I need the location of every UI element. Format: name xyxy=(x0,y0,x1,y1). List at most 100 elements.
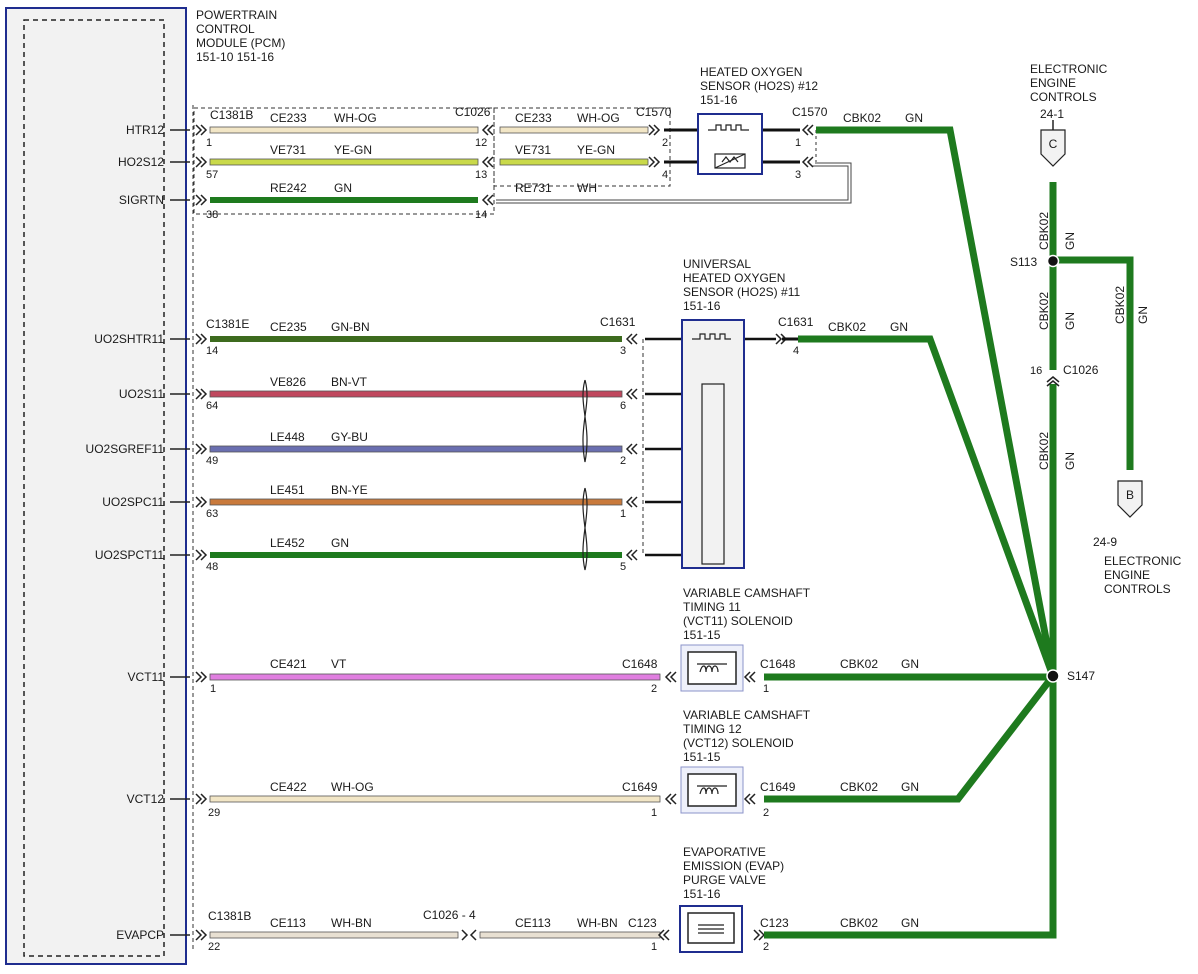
color-ye-gn-b: YE-GN xyxy=(577,143,615,157)
pcm-pin-stubs xyxy=(170,129,190,936)
pcm-module: POWERTRAIN CONTROL MODULE (PCM) 151-10 1… xyxy=(5,7,285,965)
pcm-connector-chevrons xyxy=(195,124,208,941)
color-wh: WH xyxy=(577,181,597,195)
pin-num-6: 6 xyxy=(620,400,626,412)
wire-ce113-b xyxy=(479,931,661,939)
circuit-ve731-b: VE731 xyxy=(515,143,551,157)
offpage-c-letter: C xyxy=(1049,137,1058,151)
circuit-ce421: CE421 xyxy=(270,657,307,671)
pcm-inner-dash xyxy=(23,19,165,957)
color-ye-gn: YE-GN xyxy=(334,143,372,157)
pin-num-14b: 14 xyxy=(206,345,218,357)
circuit-ce113: CE113 xyxy=(270,916,306,930)
vct12-title-2: TIMING 12 xyxy=(683,722,742,736)
cbk02-vct11: CBK02 xyxy=(840,657,878,671)
wire-ve731-b xyxy=(499,158,649,166)
pin-htr12: HTR12 xyxy=(126,123,164,137)
vct11-title-3: (VCT11) SOLENOID xyxy=(683,614,793,628)
gn-vct12: GN xyxy=(901,780,919,794)
circuit-le448: LE448 xyxy=(270,430,305,444)
color-gn-bn: GN-BN xyxy=(331,320,370,334)
conn-c1381b: C1381B xyxy=(210,108,253,122)
gn-vert-4: GN xyxy=(1063,452,1077,470)
ho2s12-title-2: SENSOR (HO2S) #12 xyxy=(700,79,818,93)
wire-ce233-b xyxy=(499,126,649,134)
conn-c1648: C1648 xyxy=(622,657,658,671)
offpage-connector-c[interactable]: C xyxy=(1040,120,1066,167)
vct11-circuit: CE421 VT C1648 1 2 C1648 1 CBK02 GN VARI… xyxy=(209,586,919,695)
pin-num-4: 4 xyxy=(662,169,668,181)
pin-sigrtn: SIGRTN xyxy=(119,193,164,207)
pin-num-1g: 1 xyxy=(651,941,657,953)
evap-title-1: EVAPORATIVE xyxy=(683,845,766,859)
uho2s11-title-1: UNIVERSAL xyxy=(683,257,751,271)
conn-c1649-b: C1649 xyxy=(760,780,796,794)
color-wh-bn: WH-BN xyxy=(331,916,372,930)
conn-c1381b-evap: C1381B xyxy=(208,909,251,923)
vct11-title-1: VARIABLE CAMSHAFT xyxy=(683,586,811,600)
evap-title-4: 151-16 xyxy=(683,887,721,901)
pin-num-16: 16 xyxy=(1030,365,1042,377)
cbk02-vert-1: CBK02 xyxy=(1037,212,1051,250)
color-wh-og: WH-OG xyxy=(334,111,377,125)
pin-num-3b: 3 xyxy=(620,345,626,357)
pin-ho2s12: HO2S12 xyxy=(118,155,164,169)
pin-num-12: 12 xyxy=(475,137,487,149)
pin-num-13: 13 xyxy=(475,169,487,181)
ground-s113-to-b xyxy=(1053,256,1134,470)
gn-vert-3: GN xyxy=(1136,306,1150,324)
pin-num-1c: 1 xyxy=(620,508,626,520)
pin-num-2d: 2 xyxy=(763,807,769,819)
uho2s11-circuits: C1381E CE235 GN-BN C1631 14 3 VE826 BN-V… xyxy=(206,257,908,573)
pin-vct11: VCT11 xyxy=(128,670,165,684)
circuit-le452: LE452 xyxy=(270,536,305,550)
vct12-circuit: CE422 WH-OG C1649 29 1 C1649 2 CBK02 GN … xyxy=(208,708,919,819)
vct12-title-1: VARIABLE CAMSHAFT xyxy=(683,708,811,722)
conn-c1631: C1631 xyxy=(600,315,636,329)
circuit-ce422: CE422 xyxy=(270,780,307,794)
pcm-body xyxy=(5,7,187,965)
pin-num-29: 29 xyxy=(208,807,220,819)
pcm-title-1: POWERTRAIN xyxy=(196,8,277,22)
gn-vert-2: GN xyxy=(1063,312,1077,330)
gn-vert-1: GN xyxy=(1063,232,1077,250)
circuit-le451: LE451 xyxy=(270,483,305,497)
pin-vct12: VCT12 xyxy=(127,792,165,806)
circuit-ve731: VE731 xyxy=(270,143,306,157)
offpage-b-arrow-icon xyxy=(1117,480,1143,518)
wire-ce233-a xyxy=(209,126,479,134)
color-wh-og-vct12: WH-OG xyxy=(331,780,374,794)
c1570-dash-box xyxy=(493,107,671,187)
conn-c1648-b: C1648 xyxy=(760,657,796,671)
ho2s12-title-3: 151-16 xyxy=(700,93,738,107)
c1026-vertical-chevron xyxy=(1046,376,1060,387)
color-bn-ye: BN-YE xyxy=(331,483,368,497)
pin-num-38: 38 xyxy=(206,209,218,221)
pin-num-5: 5 xyxy=(620,561,626,573)
conn-c1026-vert: C1026 xyxy=(1063,363,1099,377)
pin-uo2shtr11: UO2SHTR11 xyxy=(94,332,164,346)
pcm-pin-labels: HTR12 HO2S12 SIGRTN UO2SHTR11 UO2S11 UO2… xyxy=(86,123,165,942)
pcm-title-2: CONTROL xyxy=(196,22,255,36)
wire-re731 xyxy=(496,165,849,201)
uho2s11-title-2: HEATED OXYGEN xyxy=(683,271,785,285)
ho2s12-sensor-body xyxy=(697,113,763,175)
evap-coil-icon xyxy=(698,924,724,934)
ground-from-vct12 xyxy=(764,673,1056,803)
cbk02-vert-4: CBK02 xyxy=(1037,432,1051,470)
heater-element-icon xyxy=(708,124,749,131)
evap-title-3: PURGE VALVE xyxy=(683,873,766,887)
wire-ce113-a xyxy=(209,931,459,939)
vct11-coil-icon xyxy=(697,663,727,673)
ho2s12-circuits: C1381B CE233 WH-OG C1026 CE233 WH-OG C15… xyxy=(193,65,923,221)
pin-num-1b: 1 xyxy=(795,137,801,149)
pin-num-14: 14 xyxy=(475,209,487,221)
pin-num-4b: 4 xyxy=(793,345,799,357)
ground-from-uho2s11 xyxy=(798,335,1057,678)
evap-valve-body xyxy=(687,912,735,944)
offpage-connector-b[interactable]: B xyxy=(1117,480,1143,518)
evap-title-2: EMISSION (EVAP) xyxy=(683,859,784,873)
pin-num-2: 2 xyxy=(662,137,668,149)
circuit-ve826: VE826 xyxy=(270,375,306,389)
